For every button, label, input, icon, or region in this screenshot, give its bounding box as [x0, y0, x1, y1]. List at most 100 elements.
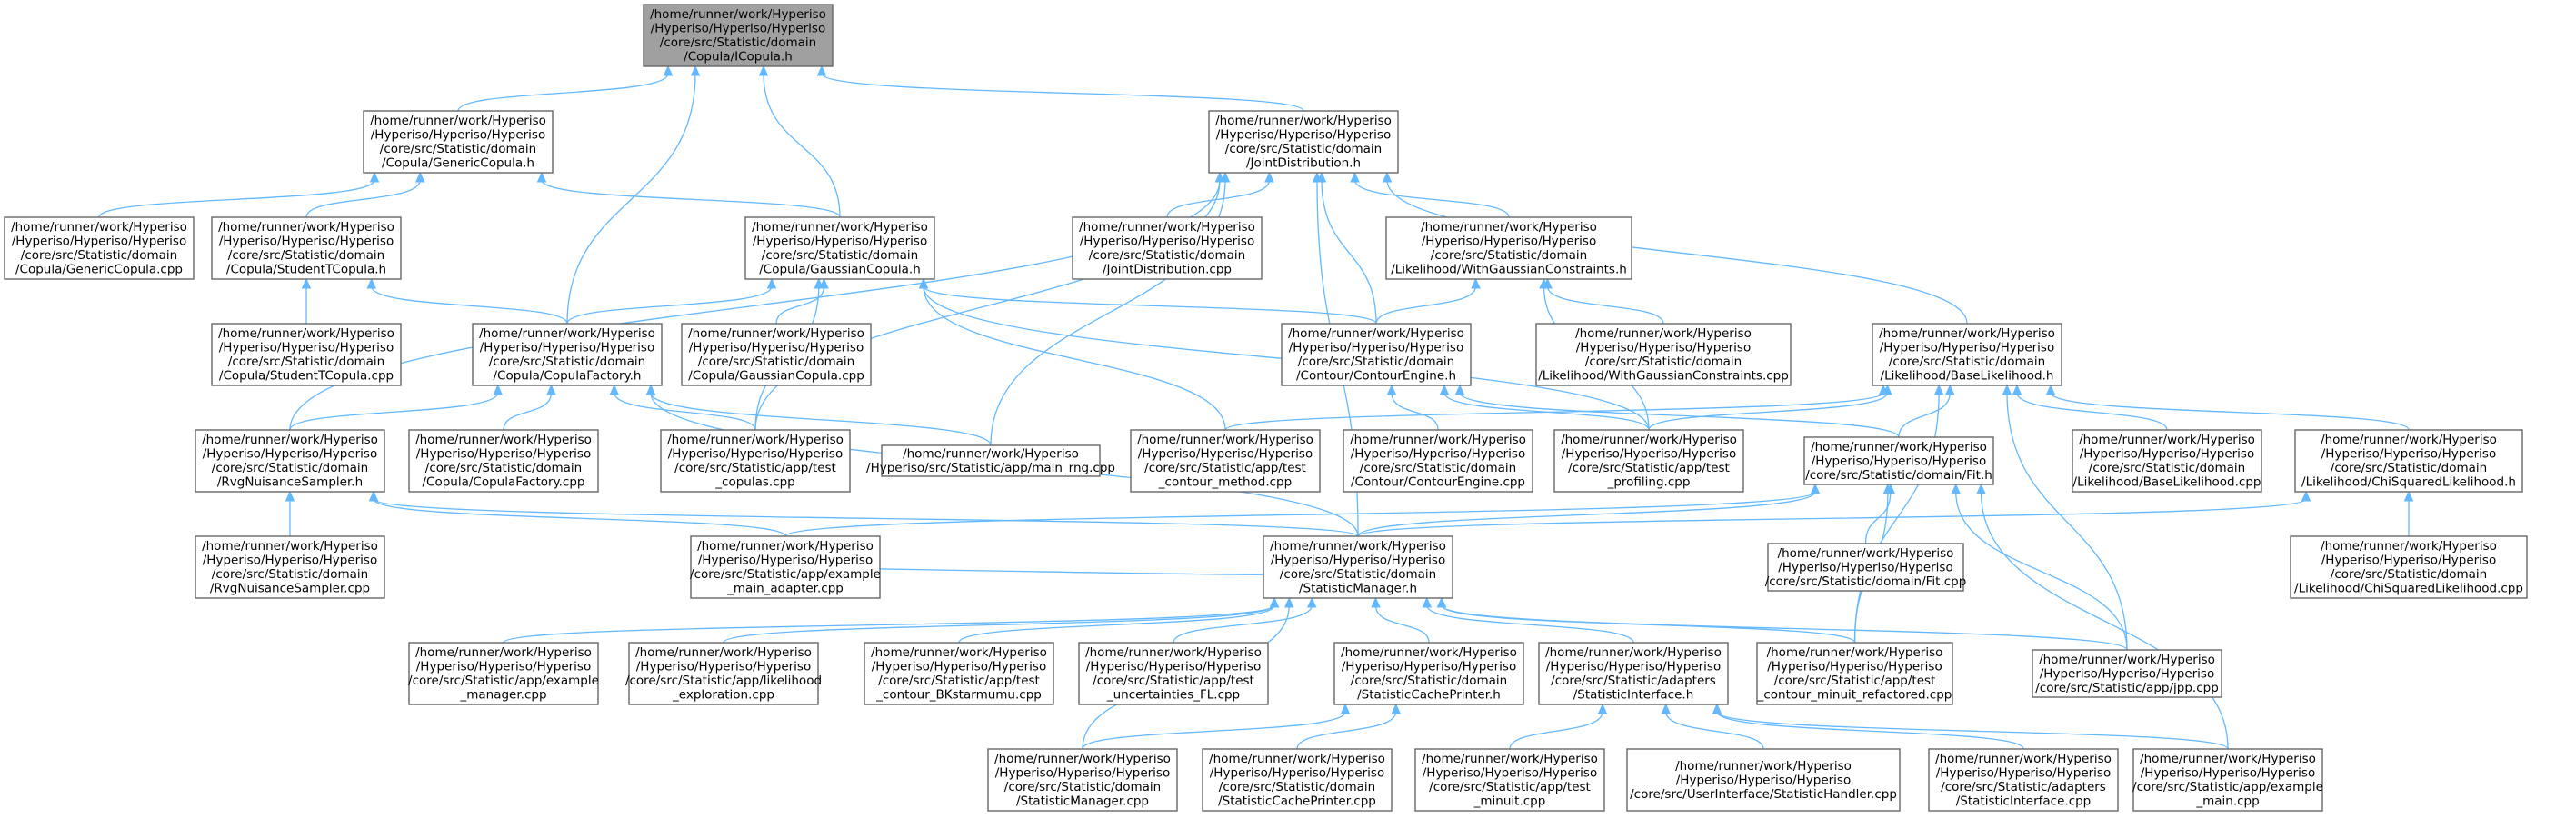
graph-node-studenttcopula-h[interactable]: /home/runner/work/Hyperiso/Hyperiso/Hype… — [211, 216, 402, 280]
graph-node-test-copulas[interactable]: /home/runner/work/Hyperiso/Hyperiso/Hype… — [660, 429, 851, 493]
edge-arrowhead-icon — [1661, 703, 1672, 714]
graph-node-likelihood-exploration[interactable]: /home/runner/work/Hyperiso/Hyperiso/Hype… — [625, 642, 822, 705]
node-label-line: /RvgNuisanceSampler.h — [217, 475, 363, 490]
node-label-line: /core/src/Statistic/domain — [1298, 355, 1454, 369]
node-label-line: /Copula/StudentTCopula.cpp — [219, 369, 394, 384]
edge-arrowhead-icon — [493, 384, 504, 395]
node-label-line: /Likelihood/ChiSquaredLikelihood.h — [2301, 475, 2516, 490]
node-box — [864, 642, 1054, 705]
node-label-line: /home/runner/work/Hyperiso — [650, 7, 826, 22]
graph-node-contourengine-h[interactable]: /home/runner/work/Hyperiso/Hyperiso/Hype… — [1281, 323, 1472, 386]
graph-node-statistichandler-cpp[interactable]: /home/runner/work/Hyperiso/Hyperiso/Hype… — [1626, 748, 1901, 812]
graph-node-jpp[interactable]: /home/runner/work/Hyperiso/Hyperiso/Hype… — [2032, 649, 2222, 698]
dependency-edge — [289, 392, 499, 431]
graph-node-rvgnuisance-cpp[interactable]: /home/runner/work/Hyperiso/Hyperiso/Hype… — [195, 535, 385, 599]
graph-node-chisquared-h[interactable]: /home/runner/work/Hyperiso/Hyperiso/Hype… — [2294, 429, 2523, 493]
node-box — [1263, 535, 1453, 599]
graph-node-test-contour-minuit-ref[interactable]: /home/runner/work/Hyperiso/Hyperiso/Hype… — [1756, 642, 1953, 705]
graph-node-example-main-adapter[interactable]: /home/runner/work/Hyperiso/Hyperiso/Hype… — [690, 535, 881, 599]
node-label-line: /Hyperiso/Hyperiso/Hyperiso — [2080, 447, 2254, 462]
node-label-line: /home/runner/work/Hyperiso — [218, 326, 394, 341]
graph-node-cacheprinter-h[interactable]: /home/runner/work/Hyperiso/Hyperiso/Hype… — [1333, 642, 1524, 705]
node-label-line: _uncertainties_FL.cpp — [1106, 688, 1240, 703]
graph-node-test-contour-bk[interactable]: /home/runner/work/Hyperiso/Hyperiso/Hype… — [864, 642, 1054, 705]
node-label-line: /Hyperiso/Hyperiso/Hyperiso — [698, 554, 873, 568]
graph-node-statisticmanager-h[interactable]: /home/runner/work/Hyperiso/Hyperiso/Hype… — [1263, 535, 1453, 599]
dependency-edge — [1082, 711, 1346, 750]
graph-node-chisquared-cpp[interactable]: /home/runner/work/Hyperiso/Hyperiso/Hype… — [2290, 535, 2528, 599]
graph-node-withgaussian-h[interactable]: /home/runner/work/Hyperiso/Hyperiso/Hype… — [1385, 216, 1632, 280]
graph-node-withgaussian-cpp[interactable]: /home/runner/work/Hyperiso/Hyperiso/Hype… — [1535, 323, 1792, 386]
node-label-line: /Hyperiso/Hyperiso/Hyperiso — [1351, 447, 1525, 462]
node-label-line: /core/src/Statistic/adapters — [1941, 780, 2106, 794]
dependency-edge — [503, 604, 1275, 644]
dependency-edge — [305, 179, 421, 218]
node-label-line: /StatisticCachePrinter.h — [1357, 688, 1501, 703]
node-label-line: /Hyperiso/Hyperiso/Hyperiso — [2321, 447, 2496, 462]
graph-node-fit-cpp[interactable]: /home/runner/work/Hyperiso/Hyperiso/Hype… — [1765, 543, 1967, 592]
graph-node-test-profiling[interactable]: /home/runner/work/Hyperiso/Hyperiso/Hype… — [1553, 429, 1744, 493]
node-label-line: /core/src/Statistic/domain — [380, 142, 536, 156]
graph-node-example-main[interactable]: /home/runner/work/Hyperiso/Hyperiso/Hype… — [2132, 748, 2323, 812]
node-label-line: /core/src/Statistic/app/test — [1429, 780, 1591, 794]
node-label-line: /core/src/Statistic/domain — [228, 355, 384, 369]
node-label-line: /home/runner/work/Hyperiso — [415, 433, 592, 447]
edge-arrowhead-icon — [1810, 483, 1821, 494]
edge-arrowhead-icon — [536, 171, 547, 183]
graph-node-studenttcopula-cpp[interactable]: /home/runner/work/Hyperiso/Hyperiso/Hype… — [211, 323, 402, 386]
graph-node-test-minuit[interactable]: /home/runner/work/Hyperiso/Hyperiso/Hype… — [1414, 748, 1605, 812]
node-label-line: /home/runner/work/Hyperiso — [2321, 433, 2497, 447]
node-label-line: /JointDistribution.cpp — [1103, 263, 1232, 277]
graph-node-gaussiancopula-cpp[interactable]: /home/runner/work/Hyperiso/Hyperiso/Hype… — [681, 323, 872, 386]
node-label-line: /Hyperiso/Hyperiso/Hyperiso — [1562, 447, 1736, 462]
graph-node-jointdistribution-h[interactable]: /home/runner/work/Hyperiso/Hyperiso/Hype… — [1208, 110, 1399, 174]
graph-node-copulafactory-h[interactable]: /home/runner/work/Hyperiso/Hyperiso/Hype… — [472, 323, 663, 386]
graph-node-baselikelihood-h[interactable]: /home/runner/work/Hyperiso/Hyperiso/Hype… — [1872, 323, 2062, 386]
node-label-line: /Hyperiso/Hyperiso/Hyperiso — [1546, 660, 1721, 674]
graph-node-fit-h[interactable]: /home/runner/work/Hyperiso/Hyperiso/Hype… — [1803, 436, 1994, 485]
dependency-edge — [1173, 604, 1313, 644]
node-label-line: /Copula/CopulaFactory.h — [493, 369, 641, 384]
graph-node-icopula[interactable]: /home/runner/work/Hyperiso/Hyperiso/Hype… — [643, 4, 834, 67]
edge-arrowhead-icon — [2012, 384, 2022, 395]
node-label-line: /home/runner/work/Hyperiso — [1079, 220, 1255, 235]
graph-node-example-manager[interactable]: /home/runner/work/Hyperiso/Hyperiso/Hype… — [408, 642, 599, 705]
node-label-line: /Hyperiso/Hyperiso/Hyperiso — [1289, 341, 1463, 355]
node-label-line: /home/runner/work/Hyperiso — [635, 645, 812, 660]
graph-node-genericcopula-h[interactable]: /home/runner/work/Hyperiso/Hyperiso/Hype… — [363, 110, 554, 174]
node-label-line: /core/src/Statistic/app/test — [1093, 674, 1254, 688]
graph-node-contourengine-cpp[interactable]: /home/runner/work/Hyperiso/Hyperiso/Hype… — [1343, 429, 1533, 493]
graph-node-main-rng[interactable]: /home/runner/work/Hyperiso/Hyperiso/src/… — [866, 444, 1115, 477]
node-box — [1281, 323, 1472, 386]
dependency-edge — [1648, 392, 1889, 431]
graph-node-test-contour-method[interactable]: /home/runner/work/Hyperiso/Hyperiso/Hype… — [1130, 429, 1321, 493]
graph-node-jointdistribution-cpp[interactable]: /home/runner/work/Hyperiso/Hyperiso/Hype… — [1072, 216, 1263, 280]
graph-node-statisticmanager-cpp[interactable]: /home/runner/work/Hyperiso/Hyperiso/Hype… — [987, 748, 1178, 812]
node-label-line: /core/src/Statistic/domain — [425, 461, 582, 475]
graph-node-rvgnuisance-h[interactable]: /home/runner/work/Hyperiso/Hyperiso/Hype… — [195, 429, 385, 493]
node-label-line: _copulas.cpp — [714, 475, 794, 490]
graph-node-baselikelihood-cpp[interactable]: /home/runner/work/Hyperiso/Hyperiso/Hype… — [2072, 429, 2262, 493]
dependency-edge — [1296, 711, 1397, 750]
dependency-edge — [775, 285, 825, 325]
graph-node-cacheprinter-cpp[interactable]: /home/runner/work/Hyperiso/Hyperiso/Hype… — [1202, 748, 1393, 812]
node-box — [211, 216, 402, 280]
node-label-line: /home/runner/work/Hyperiso — [2039, 653, 2215, 667]
dependency-edge — [1980, 491, 2229, 750]
node-label-line: /home/runner/work/Hyperiso — [903, 447, 1079, 462]
graph-node-test-uncertainties[interactable]: /home/runner/work/Hyperiso/Hyperiso/Hype… — [1078, 642, 1269, 705]
node-box — [2294, 429, 2523, 493]
edge-arrowhead-icon — [1933, 384, 1944, 395]
graph-node-gaussiancopula-h[interactable]: /home/runner/work/Hyperiso/Hyperiso/Hype… — [744, 216, 935, 280]
node-label-line: /Hyperiso/Hyperiso/Hyperiso — [689, 341, 864, 355]
graph-node-statisticinterface-h[interactable]: /home/runner/work/Hyperiso/Hyperiso/Hype… — [1538, 642, 1729, 705]
dependency-edge — [763, 73, 841, 218]
node-label-line: /home/runner/work/Hyperiso — [2079, 433, 2255, 447]
graph-node-copulafactory-cpp[interactable]: /home/runner/work/Hyperiso/Hyperiso/Hype… — [408, 429, 599, 493]
node-box — [4, 216, 195, 280]
graph-node-statisticinterface-cpp[interactable]: /home/runner/work/Hyperiso/Hyperiso/Hype… — [1928, 748, 2119, 812]
dependency-edge — [1357, 498, 2307, 537]
node-label-line: /Hyperiso/Hyperiso/Hyperiso — [219, 341, 394, 355]
node-label-line: /home/runner/work/Hyperiso — [1288, 326, 1464, 341]
graph-node-genericcopula-cpp[interactable]: /home/runner/work/Hyperiso/Hyperiso/Hype… — [4, 216, 195, 280]
